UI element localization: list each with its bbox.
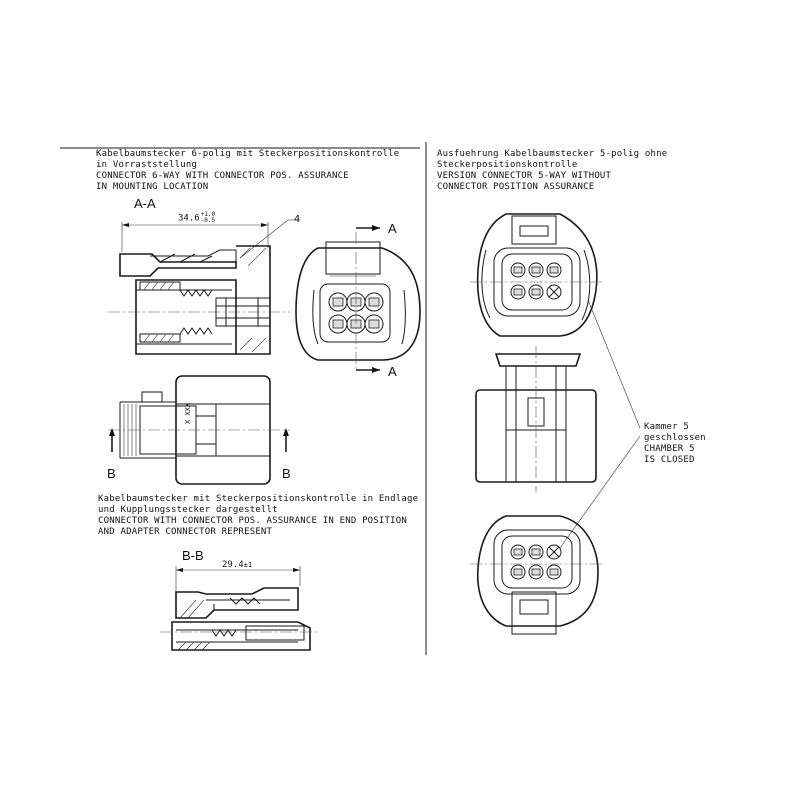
chamber-note-en-2: IS CLOSED — [644, 455, 695, 465]
title-de-line-1: Kabelbaumstecker 6-polig mit Steckerposi… — [96, 149, 400, 159]
dimension-b-b-value: 29.4 — [222, 560, 244, 570]
section-marker-b-right: B — [282, 466, 291, 481]
chamber-note-en-1: CHAMBER 5 — [644, 444, 695, 454]
title-en-line-2: IN MOUNTING LOCATION — [96, 182, 209, 192]
dimension-a-a-tol-upper: +1.0 — [200, 211, 216, 218]
dimension-a-a-tol-lower: -0.5 — [200, 217, 216, 224]
right-title-de-line-2: Steckerpositionskontrolle — [437, 160, 578, 170]
right-title-en-line-1: VERSION CONNECTOR 5-WAY WITHOUT — [437, 171, 612, 181]
chamber-note-de-1: Kammer 5 — [644, 422, 689, 432]
section-marker-a-bottom: A — [388, 364, 397, 379]
dimension-b-b: 29.4±1 — [222, 560, 252, 570]
top-view — [108, 375, 290, 485]
bottom-title-en-line-2: AND ADAPTER CONNECTOR REPRESENT — [98, 527, 273, 537]
right-title-en-line-2: CONNECTOR POSITION ASSURANCE — [437, 182, 595, 192]
section-label-a-a: A-A — [134, 196, 156, 211]
right-title-de-line-1: Ausfuehrung Kabelbaumstecker 5-polig ohn… — [437, 149, 668, 159]
dimension-a-a-tolerance: +1.0-0.5 — [201, 212, 215, 224]
side-view-5-way — [475, 299, 641, 549]
front-view-5-way-top — [470, 213, 604, 337]
dimension-a-a: 34.6+1.0-0.5 — [178, 212, 215, 224]
bottom-title-de-line-1: Kabelbaumstecker mit Steckerpositionskon… — [98, 494, 419, 504]
section-marker-b-left: B — [107, 466, 116, 481]
chamber-note-de-2: geschlossen — [644, 433, 706, 443]
callout-number: 4 — [294, 214, 301, 225]
section-label-b-b: B-B — [182, 548, 204, 563]
section-a-a-view — [108, 219, 300, 355]
bottom-title-en-line-1: CONNECTOR WITH CONNECTOR POS. ASSURANCE … — [98, 516, 408, 526]
section-marker-a-top: A — [388, 221, 397, 236]
bottom-title-de-line-2: und Kupplungsstecker dargestellt — [98, 505, 278, 515]
section-b-b-view — [160, 566, 318, 651]
title-de-line-2: in Vorraststellung — [96, 160, 198, 170]
dimension-b-b-tolerance: ±1 — [243, 561, 253, 569]
title-en-line-1: CONNECTOR 6-WAY WITH CONNECTOR POS. ASSU… — [96, 171, 349, 181]
dimension-a-a-value: 34.6 — [178, 213, 200, 224]
front-view-5-way-bottom — [470, 515, 604, 635]
front-view-6-way — [295, 225, 421, 373]
part-marking-text: X XXX — [184, 402, 192, 424]
